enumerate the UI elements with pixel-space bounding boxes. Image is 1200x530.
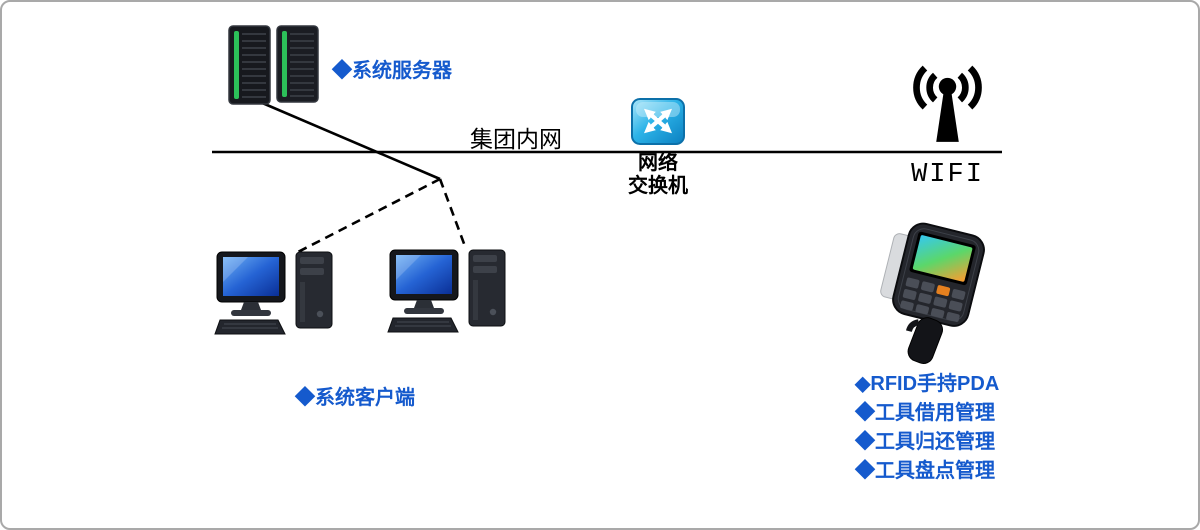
switch-label: 网络 交换机 bbox=[603, 152, 713, 198]
wifi-antenna-icon bbox=[913, 65, 982, 142]
server-label: ◆系统服务器 bbox=[332, 60, 452, 82]
client1-link-line bbox=[297, 177, 441, 254]
network-switch-icon bbox=[631, 98, 685, 145]
pda-node bbox=[874, 222, 994, 375]
server-rack-icon bbox=[228, 25, 319, 105]
switch-label-line1: 网络 bbox=[638, 152, 678, 174]
rfid-handheld-pda-icon bbox=[880, 222, 985, 364]
client-label: ◆系统客户端 bbox=[295, 387, 415, 409]
wifi-label: WIFI bbox=[911, 160, 984, 190]
desktop-computer-icon bbox=[387, 249, 506, 333]
client-node-1 bbox=[214, 248, 342, 345]
pda-feature-label: ◆RFID手持PDA bbox=[855, 373, 1000, 395]
client2-link-line bbox=[438, 178, 468, 250]
desktop-computer-icon bbox=[214, 251, 333, 335]
switch-node bbox=[629, 96, 687, 153]
switch-label-line2: 交换机 bbox=[628, 175, 688, 197]
server-link-line bbox=[259, 100, 441, 181]
client-node-2 bbox=[387, 246, 515, 343]
pda-label-list: ◆RFID手持PDA ◆工具借用管理 ◆工具归还管理 ◆工具盘点管理 bbox=[855, 370, 999, 486]
pda-feature-label: ◆工具归还管理 bbox=[855, 431, 995, 453]
server-node bbox=[224, 22, 328, 113]
pda-feature-label: ◆工具盘点管理 bbox=[855, 460, 995, 482]
pda-feature-label: ◆工具借用管理 bbox=[855, 402, 995, 424]
intranet-label: 集团内网 bbox=[470, 127, 562, 152]
wifi-node bbox=[900, 64, 995, 151]
